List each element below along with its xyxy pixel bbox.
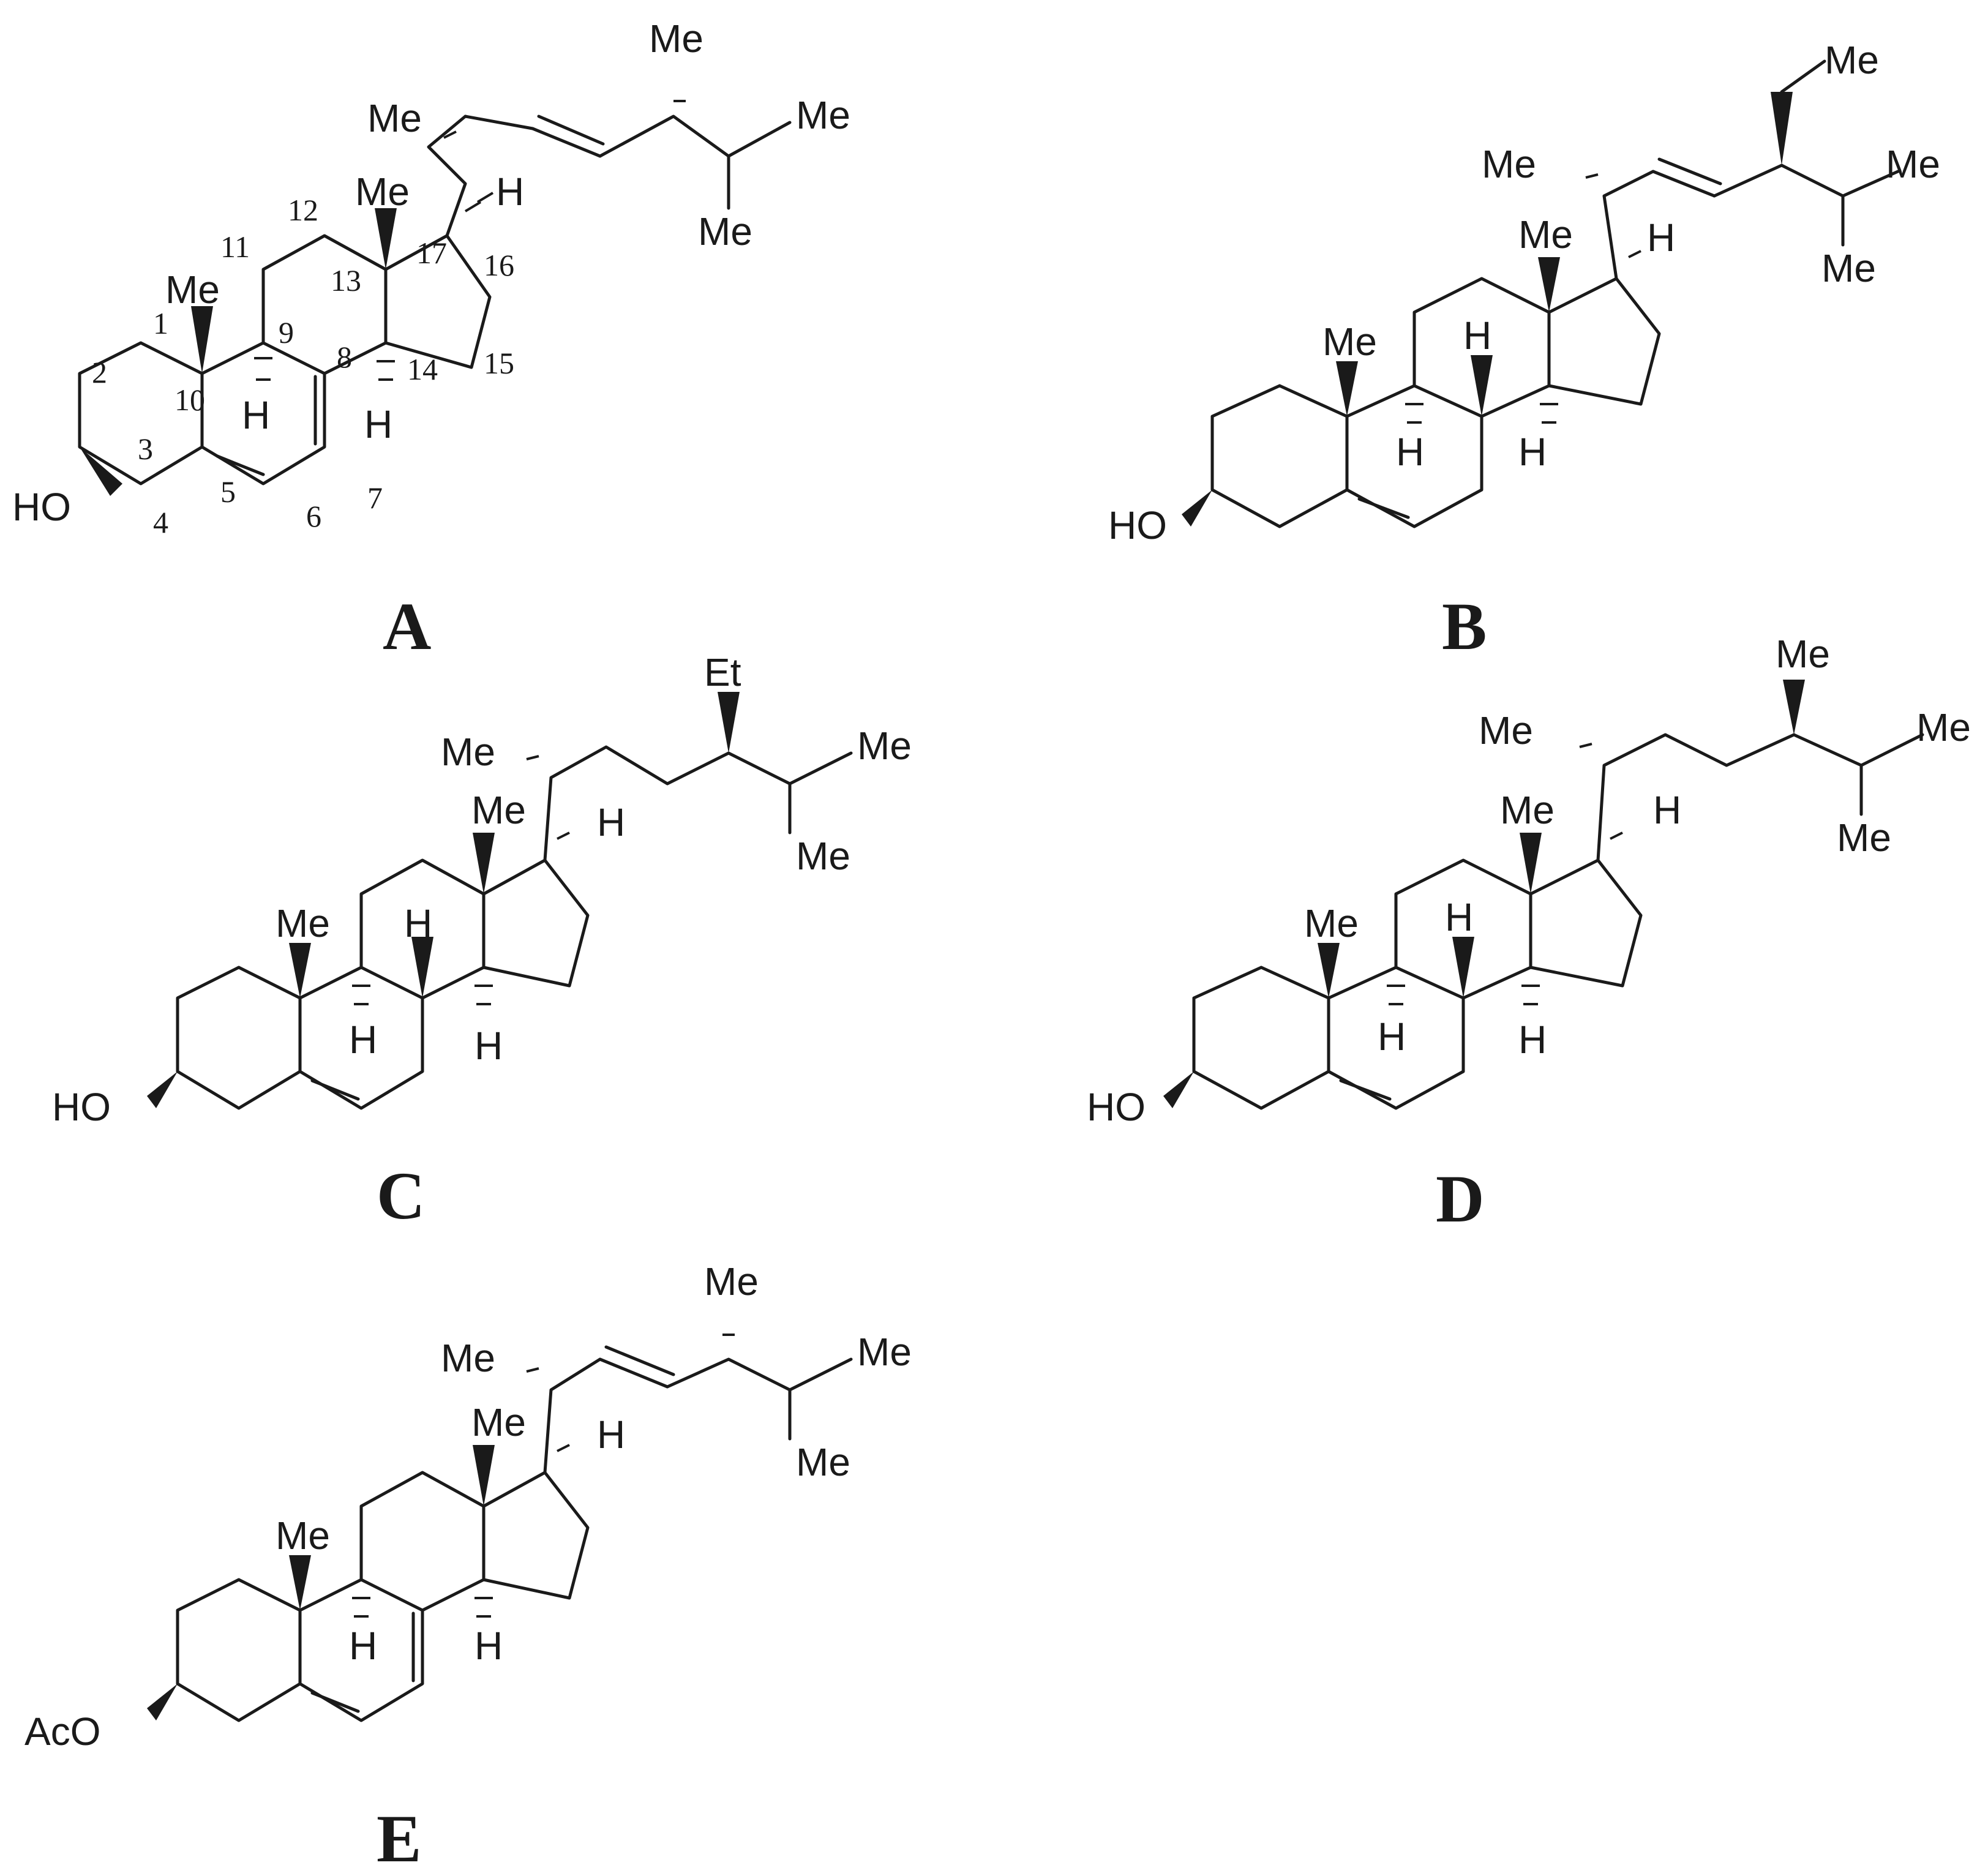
atom-number: 9 <box>279 315 294 350</box>
methyl-label: Me <box>276 901 330 945</box>
hydrogen-label: H <box>1396 430 1424 474</box>
hydrogen-label: H <box>1445 895 1473 939</box>
methyl-label: Me <box>441 730 495 774</box>
methyl-label: Me <box>796 93 850 137</box>
atom-number: 16 <box>484 248 514 282</box>
atom-number: 15 <box>484 346 514 380</box>
hydrogen-label: H <box>349 1624 377 1668</box>
methyl-label: Me <box>1837 816 1891 860</box>
hydroxyl-label: HO <box>1108 503 1167 547</box>
methyl-label: Me <box>355 170 410 214</box>
methyl-label: Me <box>1916 705 1971 749</box>
methyl-label: Me <box>857 1330 912 1374</box>
molecule-label-e: E <box>377 1801 421 1876</box>
ethyl-label: Et <box>704 650 741 694</box>
methyl-label: Me <box>165 268 220 312</box>
atom-number: 6 <box>306 499 321 533</box>
methyl-label: Me <box>796 1440 850 1484</box>
methyl-label: Me <box>471 788 526 832</box>
hydrogen-label: H <box>597 1413 625 1457</box>
molecule-b: HO Me H H H Me H Me Me Me Me B <box>1108 38 1940 664</box>
hydrogen-label: H <box>597 800 625 844</box>
hydrogen-label: H <box>404 901 432 945</box>
hydrogen-label: H <box>1518 430 1547 474</box>
atom-number: 17 <box>416 236 447 270</box>
hydrogen-label: H <box>349 1018 377 1062</box>
hydrogen-label: H <box>474 1624 503 1668</box>
methyl-label: Me <box>441 1336 495 1380</box>
methyl-label: Me <box>1776 632 1830 676</box>
methyl-label: Me <box>1500 788 1555 832</box>
molecule-label-a: A <box>383 589 431 664</box>
hydrogen-label: H <box>364 402 392 446</box>
methyl-label: Me <box>649 17 703 61</box>
methyl-label: Me <box>471 1400 526 1444</box>
atom-number: 7 <box>367 481 383 515</box>
atom-number: 5 <box>220 475 236 509</box>
acetate-label: AcO <box>24 1709 100 1754</box>
hydrogen-label: H <box>1378 1015 1406 1059</box>
methyl-label: Me <box>1479 708 1533 752</box>
molecule-label-b: B <box>1442 589 1487 664</box>
hydrogen-label: H <box>1463 313 1491 358</box>
methyl-label: Me <box>367 96 422 140</box>
methyl-label: Me <box>1886 142 1940 186</box>
methyl-label: Me <box>1304 901 1359 945</box>
atom-number: 14 <box>407 352 438 386</box>
hydrogen-label: H <box>242 393 270 437</box>
atom-number: 4 <box>153 505 168 539</box>
hydrogen-label: H <box>1518 1018 1547 1062</box>
methyl-label: Me <box>857 724 912 768</box>
hydroxyl-label: HO <box>12 485 71 529</box>
molecule-e: AcO Me H H Me H Me Me Me Me E <box>24 1259 912 1876</box>
hydrogen-label: H <box>1653 788 1681 832</box>
atom-number: 13 <box>331 263 361 298</box>
molecule-a: HO Me H H Me H Me Me Me Me 1 2 3 4 5 6 7… <box>12 17 850 664</box>
molecule-label-d: D <box>1436 1161 1484 1236</box>
hydrogen-label: H <box>474 1024 503 1068</box>
atom-number: 1 <box>153 306 168 340</box>
methyl-label: Me <box>276 1514 330 1558</box>
methyl-label: Me <box>704 1259 759 1304</box>
hydroxyl-label: HO <box>52 1085 111 1129</box>
atom-number: 12 <box>288 193 318 227</box>
atom-number: 10 <box>174 383 205 417</box>
atom-number: 11 <box>220 230 250 264</box>
molecule-label-c: C <box>377 1158 425 1233</box>
methyl-label: Me <box>1821 246 1876 290</box>
methyl-label: Me <box>698 209 752 253</box>
methyl-label: Me <box>1518 212 1573 257</box>
hydrogen-label: H <box>1647 216 1675 260</box>
molecule-d: HO Me H H H Me H Me Me Me Me D <box>1087 632 1971 1236</box>
methyl-label: Me <box>1825 38 1879 82</box>
hydroxyl-label: HO <box>1087 1085 1146 1129</box>
molecule-c: HO Me H H H Me H Me Et Me Me C <box>52 650 912 1233</box>
methyl-label: Me <box>796 834 850 878</box>
hydrogen-label: H <box>496 170 524 214</box>
methyl-label: Me <box>1322 320 1377 364</box>
methyl-label: Me <box>1482 142 1536 186</box>
atom-number: 8 <box>337 340 352 374</box>
atom-number: 2 <box>92 355 107 389</box>
atom-number: 3 <box>138 432 153 466</box>
